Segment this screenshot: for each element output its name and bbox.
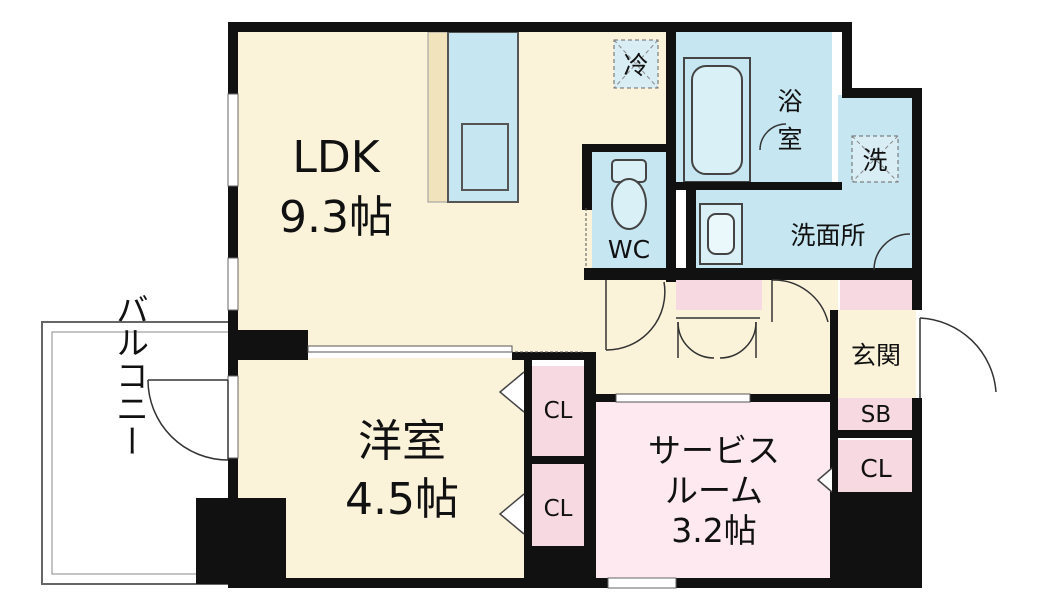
fridge-space: 冷 <box>613 39 659 89</box>
bathroom-label: 浴 <box>777 87 802 116</box>
svg-text:冷: 冷 <box>623 51 648 80</box>
storage-wash-floor <box>840 280 916 310</box>
service-room-label-2: ルーム <box>665 471 763 510</box>
service-room-label: サービス <box>648 431 780 470</box>
balcony-label: バルコニー <box>111 293 150 458</box>
bathroom-label-2: 室 <box>777 125 802 154</box>
bathtub <box>683 57 751 183</box>
sliding-door-ldk[interactable] <box>307 345 584 353</box>
closet-1-floor <box>532 366 584 456</box>
balcony: バルコニー <box>41 293 237 585</box>
entrance-label: 玄関 <box>851 341 901 370</box>
toilet-icon <box>611 159 647 230</box>
western-room-label: 洋室 <box>358 416 446 467</box>
service-room-floor <box>596 400 832 578</box>
shoebox-label: SB <box>861 402 891 428</box>
shoebox-floor <box>838 398 916 432</box>
ldk-size: 9.3帖 <box>279 192 393 243</box>
closet-door-markers <box>498 371 833 535</box>
door-swings[interactable] <box>147 123 997 461</box>
closet-2-floor <box>532 464 584 546</box>
storage-hall-floor <box>676 280 762 310</box>
washer-space: 洗 <box>851 135 899 183</box>
entrance-floor <box>838 310 916 398</box>
toilet-label: WC <box>608 235 650 264</box>
western-room-size: 4.5帖 <box>345 474 459 525</box>
closet-3-label: CL <box>860 454 891 483</box>
sliding-door-service[interactable] <box>615 393 751 403</box>
service-room-size: 3.2帖 <box>671 511 756 550</box>
closet-1-label: CL <box>544 398 573 424</box>
closet-2-label: CL <box>544 496 573 522</box>
windows <box>227 93 677 589</box>
sink-icon <box>699 203 743 265</box>
washroom-label: 洗面所 <box>790 221 865 250</box>
svg-text:洗: 洗 <box>862 146 887 175</box>
closet-3-floor <box>838 440 916 492</box>
kitchen-counter <box>427 31 519 203</box>
walls <box>196 22 922 588</box>
ldk-label: LDK <box>292 132 380 183</box>
